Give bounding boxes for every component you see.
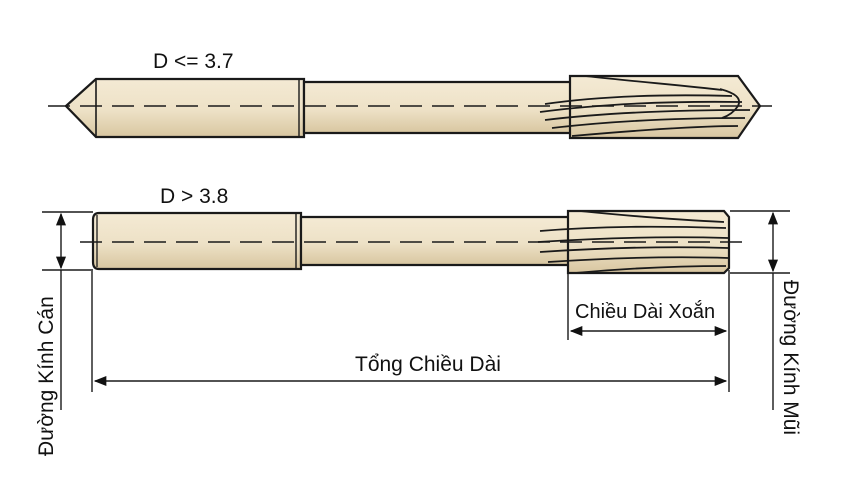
flute-length-dimension: Chiều Dài Xoắn xyxy=(567,270,730,392)
tip-diameter-dimension: Đường Kính Mũi xyxy=(730,210,802,435)
top-condition-label: D <= 3.7 xyxy=(153,50,234,73)
flute-length-label: Chiều Dài Xoắn xyxy=(575,300,715,323)
bottom-flutes xyxy=(537,210,729,274)
overall-length-label: Tổng Chiều Dài xyxy=(355,353,501,376)
tip-diameter-label: Đường Kính Mũi xyxy=(779,280,802,435)
overall-length-dimension: Tổng Chiều Dài xyxy=(91,271,728,392)
bottom-neck xyxy=(299,215,572,267)
shank-diameter-label: Đường Kính Cán xyxy=(35,296,58,456)
bottom-condition-label: D > 3.8 xyxy=(160,185,228,208)
bottom-shank xyxy=(91,211,303,271)
top-shank xyxy=(64,77,306,139)
bottom-reamer: D > 3.8 xyxy=(80,185,745,275)
top-reamer: D <= 3.7 xyxy=(48,50,772,140)
shank-diameter-dimension: Đường Kính Cán xyxy=(35,211,93,456)
top-neck xyxy=(302,80,577,135)
